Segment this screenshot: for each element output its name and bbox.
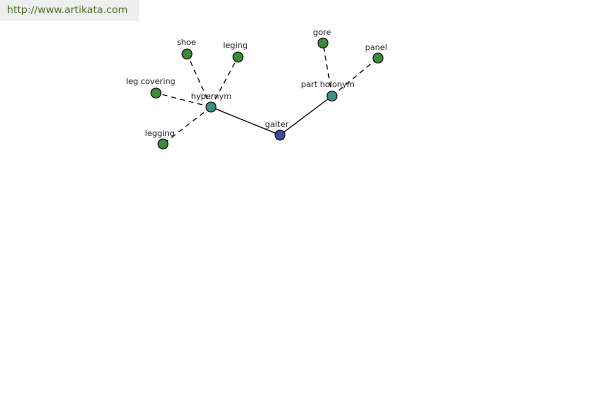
node-gaiter-label[interactable]: gaiter: [265, 120, 289, 129]
node-leging-label[interactable]: leging: [223, 41, 248, 50]
edge-gaiter-hypernym: [210, 106, 281, 136]
edge-hypernym-leg-covering: [155, 92, 212, 108]
node-shoe[interactable]: [181, 48, 193, 60]
node-panel[interactable]: [372, 52, 384, 64]
node-hypernym[interactable]: [205, 101, 217, 113]
labels: shoe leging leg covering legging gore panel hy…: [126, 28, 387, 138]
edge-gaiter-part-holonym: [279, 95, 333, 136]
edge-hypernym-leging: [210, 56, 239, 108]
nodes: [150, 37, 384, 150]
node-part-holonym[interactable]: [326, 90, 338, 102]
node-legging[interactable]: [157, 138, 169, 150]
edge-part-holonym-panel: [331, 57, 379, 97]
edges: [155, 42, 379, 145]
edge-hypernym-shoe: [186, 53, 212, 108]
node-gore[interactable]: [317, 37, 329, 49]
node-shoe-label[interactable]: shoe: [177, 38, 196, 47]
node-leg-covering-label[interactable]: leg covering: [126, 77, 175, 86]
node-hypernym-label[interactable]: hypernym: [191, 92, 232, 101]
node-part-holonym-label[interactable]: part holonym: [301, 80, 355, 89]
node-leg-covering[interactable]: [150, 87, 162, 99]
node-leging[interactable]: [232, 51, 244, 63]
node-legging-label[interactable]: legging: [145, 129, 175, 138]
source-link[interactable]: http://www.artikata.com: [0, 0, 139, 21]
node-gaiter[interactable]: [274, 129, 286, 141]
node-gore-label[interactable]: gore: [313, 28, 331, 37]
edge-hypernym-legging: [162, 106, 212, 145]
node-panel-label[interactable]: panel: [365, 43, 387, 52]
